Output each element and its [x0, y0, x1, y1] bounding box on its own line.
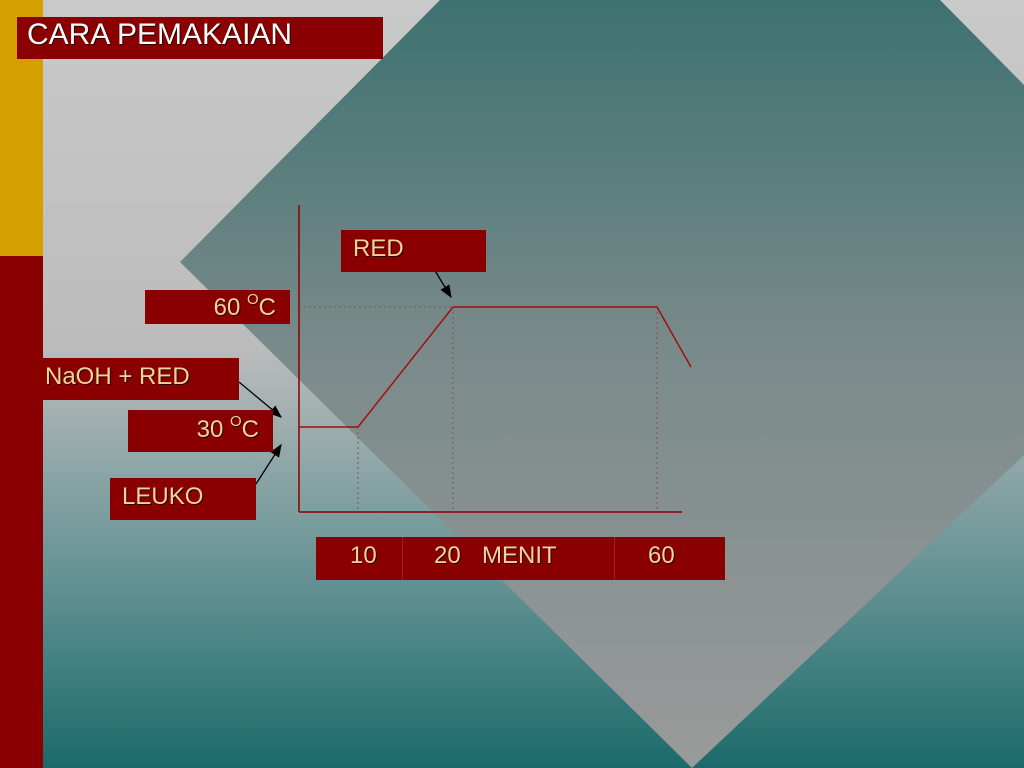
diamond-shape	[180, 0, 1024, 768]
left-red-bar	[0, 256, 43, 768]
temperature-curve	[299, 306, 692, 428]
temp-60-super: O	[246, 291, 259, 308]
x-tick-60: 60	[648, 542, 675, 569]
temp-30-unit: C	[241, 416, 259, 443]
temp-30-label: 30 OC	[128, 410, 273, 452]
naoh-red-label: NaOH + RED	[41, 358, 239, 400]
temp-60-unit: C	[258, 294, 276, 321]
arrow-leuko	[255, 443, 282, 485]
leuko-label: LEUKO	[110, 478, 256, 520]
red-label-text: RED	[353, 235, 404, 262]
x-label-divider	[402, 537, 403, 580]
x-tick-10: 10	[350, 542, 377, 569]
naoh-red-text: NaOH + RED	[45, 363, 190, 390]
x-axis-unit: MENIT	[482, 542, 557, 569]
arrow-naoh-red	[238, 381, 282, 418]
page-title: CARA PEMAKAIAN	[17, 17, 383, 59]
x-tick-20: 20	[434, 542, 461, 569]
page-title-text: CARA PEMAKAIAN	[27, 18, 293, 51]
leuko-text: LEUKO	[122, 483, 204, 510]
temp-60-label: 60 OC	[145, 290, 290, 324]
temp-60-value: 60	[213, 294, 241, 321]
temp-30-super: O	[229, 413, 242, 430]
temp-30-value: 30	[196, 416, 224, 443]
red-label: RED	[341, 230, 486, 272]
x-label-divider	[614, 537, 615, 580]
x-axis-labels: 10 20 MENIT 60	[316, 537, 725, 580]
